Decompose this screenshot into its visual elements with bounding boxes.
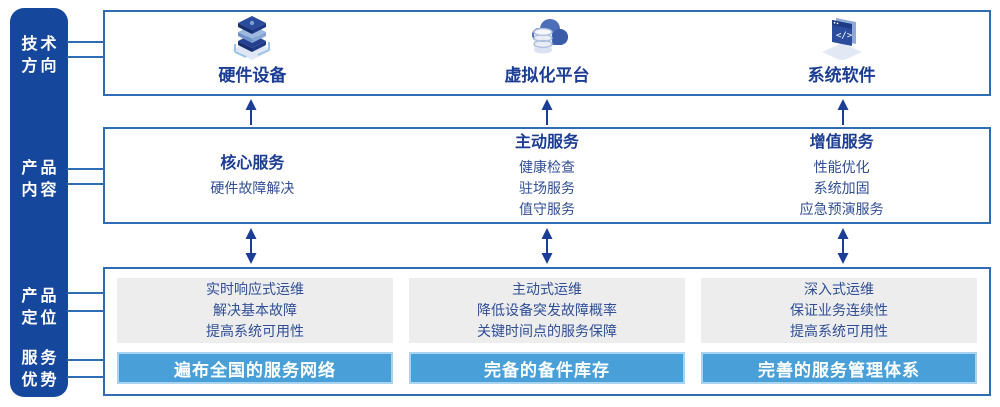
service-col-value-added: 增值服务 性能优化 系统加固 应急预演服务 <box>694 129 989 222</box>
tech-label-virtualization: 虚拟化平台 <box>504 66 590 85</box>
positioning-col-proactive: 主动式运维 降低设备突发故障概率 关键时间点的服务保障 完备的备件库存 <box>409 278 685 384</box>
double-arrow <box>837 228 849 264</box>
service-col-proactive: 主动服务 健康检查 驻场服务 值守服务 <box>400 129 695 222</box>
svg-text:</>: </> <box>836 31 853 41</box>
sidebar-label-line: 方向 <box>21 58 60 75</box>
code-window-icon: </> <box>821 18 862 60</box>
service-item: 系统加固 <box>813 179 870 196</box>
service-item: 性能优化 <box>813 158 870 175</box>
up-arrow <box>541 99 553 125</box>
service-item: 硬件故障解决 <box>210 179 295 196</box>
tech-col-hardware: 硬件设备 <box>105 12 400 94</box>
connector-line <box>67 183 104 185</box>
product-content-box: 核心服务 硬件故障解决 主动服务 健康检查 驻场服务 值守服务 增值服务 性能优… <box>103 127 991 224</box>
sidebar-label-line: 产品 <box>21 160 60 177</box>
positioning-line: 提高系统可用性 <box>790 323 888 339</box>
sidebar-label-line: 定位 <box>21 310 60 327</box>
connector-line <box>67 41 104 43</box>
service-item: 应急预演服务 <box>799 200 884 217</box>
sidebar-label-line: 内容 <box>21 182 60 199</box>
service-item: 健康检查 <box>519 158 575 175</box>
positioning-panel: 实时响应式运维 解决基本故障 提高系统可用性 <box>117 278 393 343</box>
category-sidebar: 技术 方向 产品 内容 产品 定位 服务 优势 <box>10 8 68 397</box>
server-stack-icon <box>232 16 273 60</box>
double-arrow <box>245 228 257 264</box>
advantage-bar-spare-parts: 完备的备件库存 <box>409 352 685 384</box>
positioning-line: 实时响应式运维 <box>206 281 304 297</box>
sidebar-label-tech-direction: 技术 方向 <box>10 34 68 78</box>
connector-line <box>67 310 104 312</box>
connector-line <box>67 376 104 378</box>
connector-line <box>67 292 104 294</box>
sidebar-label-product-content: 产品 内容 <box>10 158 68 202</box>
sidebar-label-product-positioning: 产品 定位 <box>10 286 68 330</box>
connector-line <box>67 168 104 170</box>
positioning-col-realtime: 实时响应式运维 解决基本故障 提高系统可用性 遍布全国的服务网络 <box>117 278 393 384</box>
positioning-line: 关键时间点的服务保障 <box>477 323 617 339</box>
positioning-col-deep: 深入式运维 保证业务连续性 提高系统可用性 完善的服务管理体系 <box>701 278 977 384</box>
positioning-line: 降低设备突发故障概率 <box>477 302 617 318</box>
tech-col-virtualization: 虚拟化平台 <box>400 12 695 94</box>
service-item: 驻场服务 <box>519 179 575 196</box>
positioning-line: 提高系统可用性 <box>206 323 304 339</box>
tech-label-software: 系统软件 <box>807 66 876 85</box>
positioning-panel: 主动式运维 降低设备突发故障概率 关键时间点的服务保障 <box>409 278 685 343</box>
positioning-panel: 深入式运维 保证业务连续性 提高系统可用性 <box>701 278 977 343</box>
sidebar-label-service-advantage: 服务 优势 <box>10 348 68 392</box>
up-arrow <box>245 99 257 125</box>
service-col-core: 核心服务 硬件故障解决 <box>105 129 400 222</box>
connector-line <box>67 359 104 361</box>
sidebar-label-line: 产品 <box>21 288 60 305</box>
positioning-line: 保证业务连续性 <box>790 302 888 318</box>
sidebar-label-line: 技术 <box>21 36 60 53</box>
double-arrow <box>541 228 553 264</box>
positioning-line: 解决基本故障 <box>213 302 297 318</box>
advantage-bar-service-network: 遍布全国的服务网络 <box>117 352 393 384</box>
up-arrow <box>837 99 849 125</box>
tech-col-software: </> 系统软件 <box>694 12 989 94</box>
sidebar-label-line: 优势 <box>21 372 60 389</box>
positioning-line: 深入式运维 <box>804 281 874 297</box>
sidebar-label-line: 服务 <box>21 350 60 367</box>
cloud-database-icon <box>532 19 568 54</box>
positioning-line: 主动式运维 <box>512 281 582 297</box>
service-title: 主动服务 <box>515 133 580 151</box>
service-title: 核心服务 <box>220 154 285 172</box>
positioning-box: 实时响应式运维 解决基本故障 提高系统可用性 遍布全国的服务网络 主动式运维 降… <box>103 267 991 396</box>
tech-direction-box: 硬件设备 虚拟化平台 <box>103 10 991 96</box>
advantage-bar-service-management: 完善的服务管理体系 <box>701 352 977 384</box>
service-title: 增值服务 <box>809 133 874 151</box>
connector-line <box>67 56 104 58</box>
service-item: 值守服务 <box>519 200 575 217</box>
tech-label-hardware: 硬件设备 <box>218 66 287 85</box>
